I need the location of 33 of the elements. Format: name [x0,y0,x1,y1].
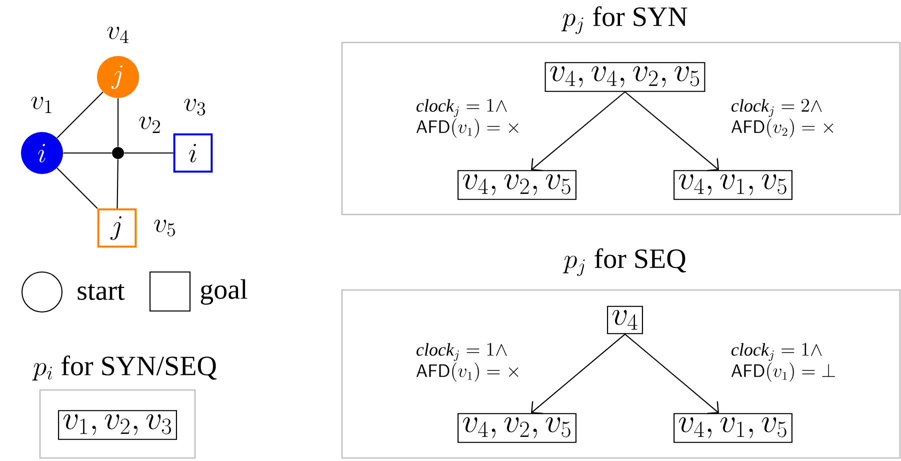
sequence-box: $v_4$ [607,306,643,334]
legend-text: goal [200,279,248,305]
arrow [531,334,626,414]
panel-title: $p_j \text{ for SYN}$ [561,6,688,34]
legend-text: start [78,284,125,300]
edge-label: $\begin{array}{l}\mathit{clock}_j = 2 \wedge \\ \mathsf{AFD}(v_2) = \times\end{array}$ [731,98,834,138]
sequence-box: $v_4, v_1, v_5$ [674,170,792,200]
vertex-label: $v_1$ [31,96,52,114]
graph-edge [124,152,174,154]
arrow [624,92,719,172]
graph-edge [63,152,112,154]
vertex-label: $v_2$ [139,116,160,134]
edge-label: $\begin{array}{l}\mathit{clock}_j = 1 \wedge \\ \mathsf{AFD}(v_1) = \times\end{array}$ [416,342,518,382]
arrow [624,334,719,414]
vertex-label: $v_5$ [154,220,175,236]
graph-edge [56,92,104,138]
arrow [531,92,626,172]
graph-edge [117,98,119,147]
goal-square: $i$ [173,133,213,173]
sequence-box: $v_4, v_2, v_5$ [458,170,576,200]
vertex-label: $v_3$ [184,98,206,116]
edge-label: $\begin{array}{l}\mathit{clock}_j = 1 \wedge \\ \mathsf{AFD}(v_1) = \bot\end{array}$ [731,342,835,382]
panel-title: $p_j \text{ for SEQ}$ [562,248,686,276]
panel-title: $p_i \text{ for SYN/SEQ}$ [32,355,216,381]
sequence-box: $v_4, v_1, v_5$ [674,413,792,443]
graph-edge [56,168,98,209]
goal-square: $j$ [97,208,137,248]
vertex-label: $v_4$ [107,26,128,44]
edge-label: $\begin{array}{l}\mathit{clock}_j = 1 \wedge \\ \mathsf{AFD}(v_1) = \times\end{array}$ [416,98,518,138]
sequence-box: $v_4, v_4, v_2, v_5$ [544,62,706,92]
sequence-box: $v_4, v_2, v_5$ [458,413,576,443]
sequence-box: $v_1, v_2, v_3$ [58,410,177,440]
graph-edge [116,159,118,208]
